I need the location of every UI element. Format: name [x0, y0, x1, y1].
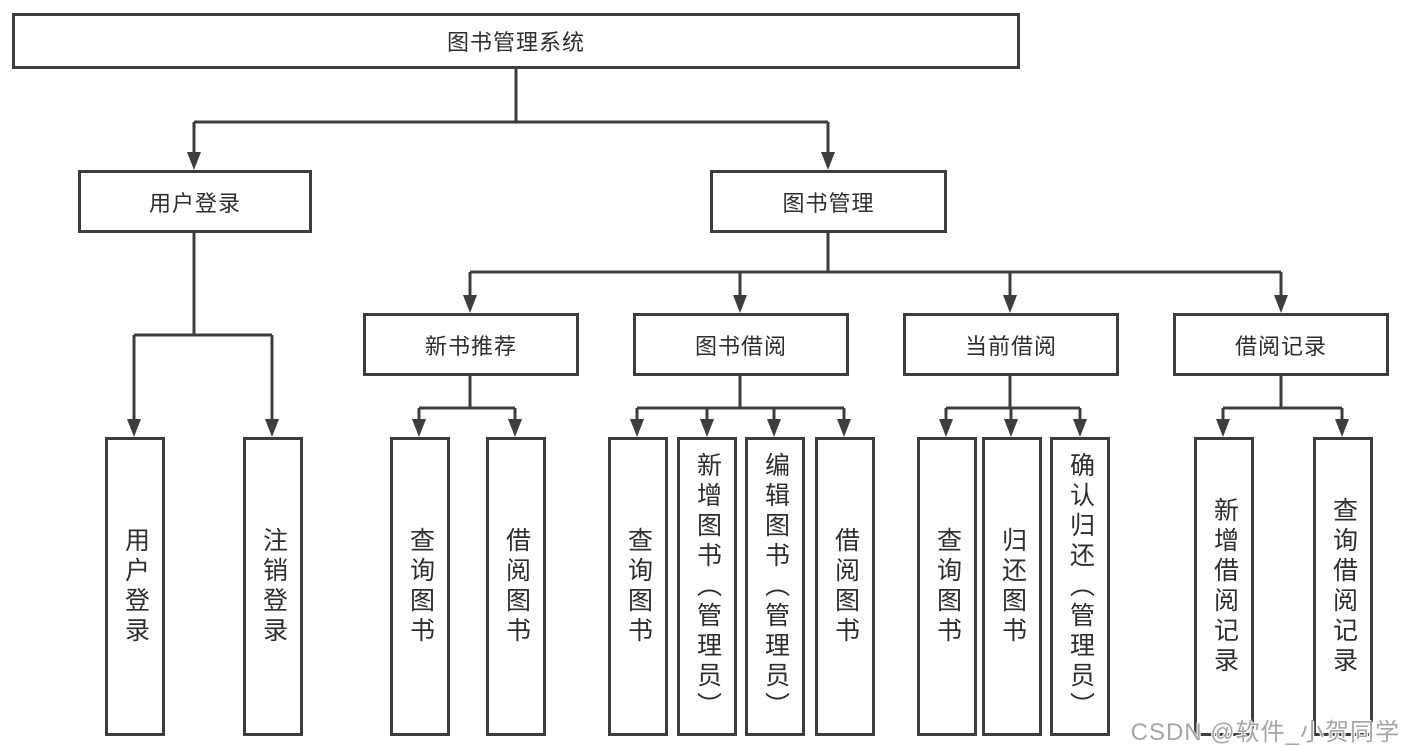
- leaf-label: 借阅图书: [502, 526, 531, 647]
- leaf-label: 新增图书（管理员）: [693, 451, 722, 722]
- leaf-user-login: 用户登录: [105, 437, 165, 736]
- leaf-borrow-books-recommend: 借阅图书: [486, 437, 546, 736]
- node-label: 新书推荐: [424, 333, 517, 359]
- leaf-label: 确认归还（管理员）: [1066, 451, 1095, 722]
- node-label: 图书管理系统: [446, 30, 585, 55]
- node-label: 图书管理: [782, 190, 875, 216]
- node-current-borrow: 当前借阅: [903, 313, 1119, 376]
- leaf-query-books-recommend: 查询图书: [390, 437, 450, 736]
- leaf-label: 归还图书: [998, 526, 1027, 647]
- leaf-return-books: 归还图书: [982, 437, 1042, 736]
- leaf-label: 查询图书: [406, 526, 435, 647]
- node-book-management: 图书管理: [710, 170, 947, 233]
- csdn-watermark: CSDN @软件_小贺同学: [1130, 719, 1400, 746]
- leaf-label: 注销登录: [259, 526, 288, 647]
- leaf-label: 用户登录: [121, 526, 150, 647]
- leaf-logout: 注销登录: [243, 437, 303, 736]
- node-user-login: 用户登录: [78, 170, 312, 233]
- node-label: 用户登录: [148, 190, 241, 216]
- leaf-label: 编辑图书（管理员）: [761, 451, 790, 722]
- leaf-label: 新增借阅记录: [1210, 496, 1239, 677]
- node-book-borrow: 图书借阅: [633, 313, 849, 376]
- leaf-label: 查询图书: [933, 526, 962, 647]
- leaf-confirm-return-admin: 确认归还（管理员）: [1050, 437, 1110, 736]
- node-borrow-records: 借阅记录: [1173, 313, 1389, 376]
- node-label: 借阅记录: [1234, 333, 1327, 359]
- leaf-borrow-books-borrow: 借阅图书: [815, 437, 875, 736]
- node-label: 当前借阅: [964, 333, 1057, 359]
- leaf-query-books-current: 查询图书: [917, 437, 977, 736]
- leaf-query-books-borrow: 查询图书: [608, 437, 668, 736]
- tree-edges: [132, 68, 1344, 420]
- leaf-add-borrow-record: 新增借阅记录: [1194, 437, 1254, 736]
- leaf-label: 借阅图书: [831, 526, 860, 647]
- leaf-edit-books-admin: 编辑图书（管理员）: [745, 437, 805, 736]
- leaf-label: 查询借阅记录: [1329, 496, 1358, 677]
- node-library-management-system: 图书管理系统: [12, 13, 1020, 69]
- leaf-query-borrow-record: 查询借阅记录: [1313, 437, 1373, 736]
- leaf-label: 查询图书: [624, 526, 653, 647]
- leaf-add-books-admin: 新增图书（管理员）: [677, 437, 737, 736]
- node-new-book-recommend: 新书推荐: [363, 313, 579, 376]
- node-label: 图书借阅: [694, 333, 787, 359]
